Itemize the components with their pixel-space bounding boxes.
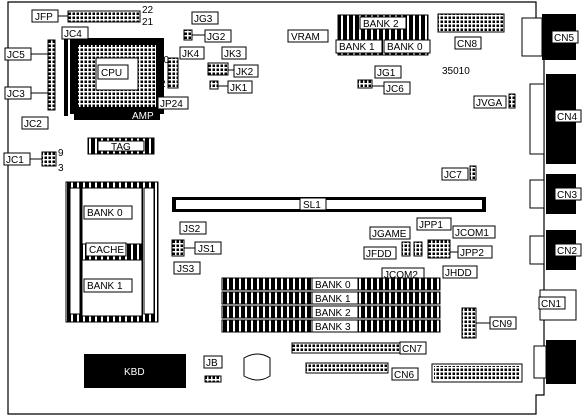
jk3-label: JK3 (224, 49, 242, 60)
jc1-header: JC1 9 3 (3, 148, 64, 174)
simm-label-box-0 (311, 277, 359, 291)
cache-bank1-label: BANK 1 (87, 281, 123, 292)
jfp-pin21: 21 (142, 17, 154, 28)
tag-chip: TAG (87, 137, 155, 155)
simm-bank-label-1: BANK 1 (315, 294, 351, 305)
jcom1-label: JCOM1 (455, 228, 489, 239)
jc-header-column: JC4 JC5 JC3 JC2 (4, 26, 89, 130)
cn9-label: CN9 (492, 319, 512, 330)
vram-label: VRAM (291, 32, 320, 43)
jp24-header: 10 2 JP24 (157, 55, 189, 110)
jk4-label: JK4 (182, 49, 200, 60)
cn5-label: CN5 (554, 33, 574, 44)
jc4-label: JC4 (64, 29, 82, 40)
amp-label: AMP (132, 111, 154, 122)
simm-bank-label-0: BANK 0 (315, 280, 351, 291)
vram-bank1-label: BANK 1 (339, 42, 375, 53)
vram-bank0-label: BANK 0 (387, 42, 423, 53)
board-id: 35010 (442, 66, 470, 77)
resistor-array (431, 363, 523, 383)
jp24-label: JP24 (160, 99, 183, 110)
vram-bank2-label: BANK 2 (363, 19, 399, 30)
cn2-label: CN2 (557, 246, 577, 257)
jc1-pin9: 9 (58, 148, 64, 159)
simm-bank-label-2: BANK 2 (315, 308, 351, 319)
js3-label: JS3 (177, 264, 195, 275)
sl1-slot: SL1 (172, 197, 486, 212)
jfdd-label: JFDD (366, 249, 392, 260)
cache-bank0-label: BANK 0 (87, 208, 123, 219)
cn8-connector: CN8 (437, 13, 505, 50)
jpp2-label: JPP2 (460, 248, 484, 259)
jg2-label: JG2 (207, 32, 226, 43)
jb-jumper: JB (203, 355, 223, 383)
jk1-label: JK1 (230, 83, 248, 94)
cn6-label: CN6 (394, 370, 414, 381)
vram-banks: VRAM BANK 2 BANK 1 BANK 0 (287, 14, 431, 56)
right-connectors: CN5 CN4 CN3 CN2 CN1 (521, 14, 582, 384)
simm-label-box-3 (311, 319, 359, 333)
js2-label: JS2 (183, 224, 201, 235)
jg-jk-jumpers: JG3 JG2 JK4 JK3 JK2 JK1 (179, 11, 259, 94)
jfp-label: JFP (35, 12, 53, 23)
jc1-label: JC1 (6, 155, 24, 166)
jcom2-label: JCOM2 (384, 270, 418, 281)
cn7-cn6-connectors: CN7 CN6 (291, 341, 427, 381)
simm-label-box-1 (311, 291, 359, 305)
jc2-label: JC2 (24, 119, 42, 130)
cache-label: CACHE (89, 245, 124, 256)
jhdd-label: JHDD (445, 268, 472, 279)
cn1-label: CN1 (541, 299, 561, 310)
cpu-socket: CPU AMP (64, 38, 164, 122)
tag-label: TAG (111, 142, 131, 153)
cache-memory: BANK 0 CACHE BANK 1 (65, 181, 159, 323)
jp24-pin10: 10 (158, 55, 170, 66)
jg1-label: JG1 (377, 68, 396, 79)
simm-bank-label-3: BANK 3 (315, 322, 351, 333)
kbd-label: KBD (124, 367, 145, 378)
jc6-label: JC6 (386, 84, 404, 95)
jc7-label: JC7 (444, 170, 462, 181)
cpu-label: CPU (101, 68, 122, 79)
jfp-pin22: 22 (142, 5, 154, 16)
jb-label: JB (206, 358, 218, 369)
jc5-label: JC5 (7, 50, 25, 61)
simm-slots: BANK 0 BANK 1 BANK 2 BANK 3 (221, 277, 441, 333)
oscillator (243, 353, 271, 381)
io-jumper-cluster: JGAME JPP1 JCOM1 JFDD JPP2 JCOM2 JHDD (363, 217, 496, 281)
jc7-jumper: JC7 (441, 165, 477, 181)
kbd-connector: KBD (84, 354, 186, 388)
jc1-pin3: 3 (58, 163, 64, 174)
sl1-label: SL1 (303, 200, 321, 211)
js1-label: JS1 (198, 244, 216, 255)
jg3-label: JG3 (194, 14, 213, 25)
jpp1-label: JPP1 (419, 220, 443, 231)
jfp-header: JFP 22 21 (31, 5, 154, 28)
cn9-connector: CN9 (461, 307, 517, 339)
cn4-label: CN4 (557, 112, 577, 123)
jc3-label: JC3 (7, 89, 25, 100)
cn3-label: CN3 (557, 190, 577, 201)
cn8-label: CN8 (457, 39, 477, 50)
js-jumpers: JS2 JS1 JS3 (171, 221, 222, 275)
jg1-jc6-jumpers: JG1 JC6 35010 (357, 65, 470, 95)
jgame-label: JGAME (372, 229, 407, 240)
jvga-jumper: JVGA (473, 93, 516, 109)
jp24-pin2: 2 (160, 79, 166, 90)
jk2-label: JK2 (236, 67, 254, 78)
simm-label-box-2 (311, 305, 359, 319)
cn7-label: CN7 (402, 344, 422, 355)
jvga-label: JVGA (476, 98, 502, 109)
